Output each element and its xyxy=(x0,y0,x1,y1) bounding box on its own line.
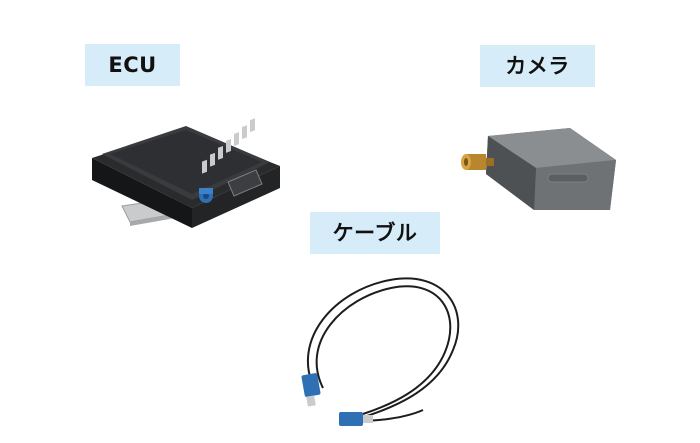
ecu-label: ECU xyxy=(85,44,180,86)
ecu-image xyxy=(92,118,280,228)
connector-top xyxy=(301,373,321,407)
connector-bottom xyxy=(339,412,373,426)
cable-image xyxy=(301,277,460,426)
cable-label: ケーブル xyxy=(310,212,440,254)
camera-image xyxy=(461,128,616,210)
camera-label: カメラ xyxy=(480,45,595,87)
